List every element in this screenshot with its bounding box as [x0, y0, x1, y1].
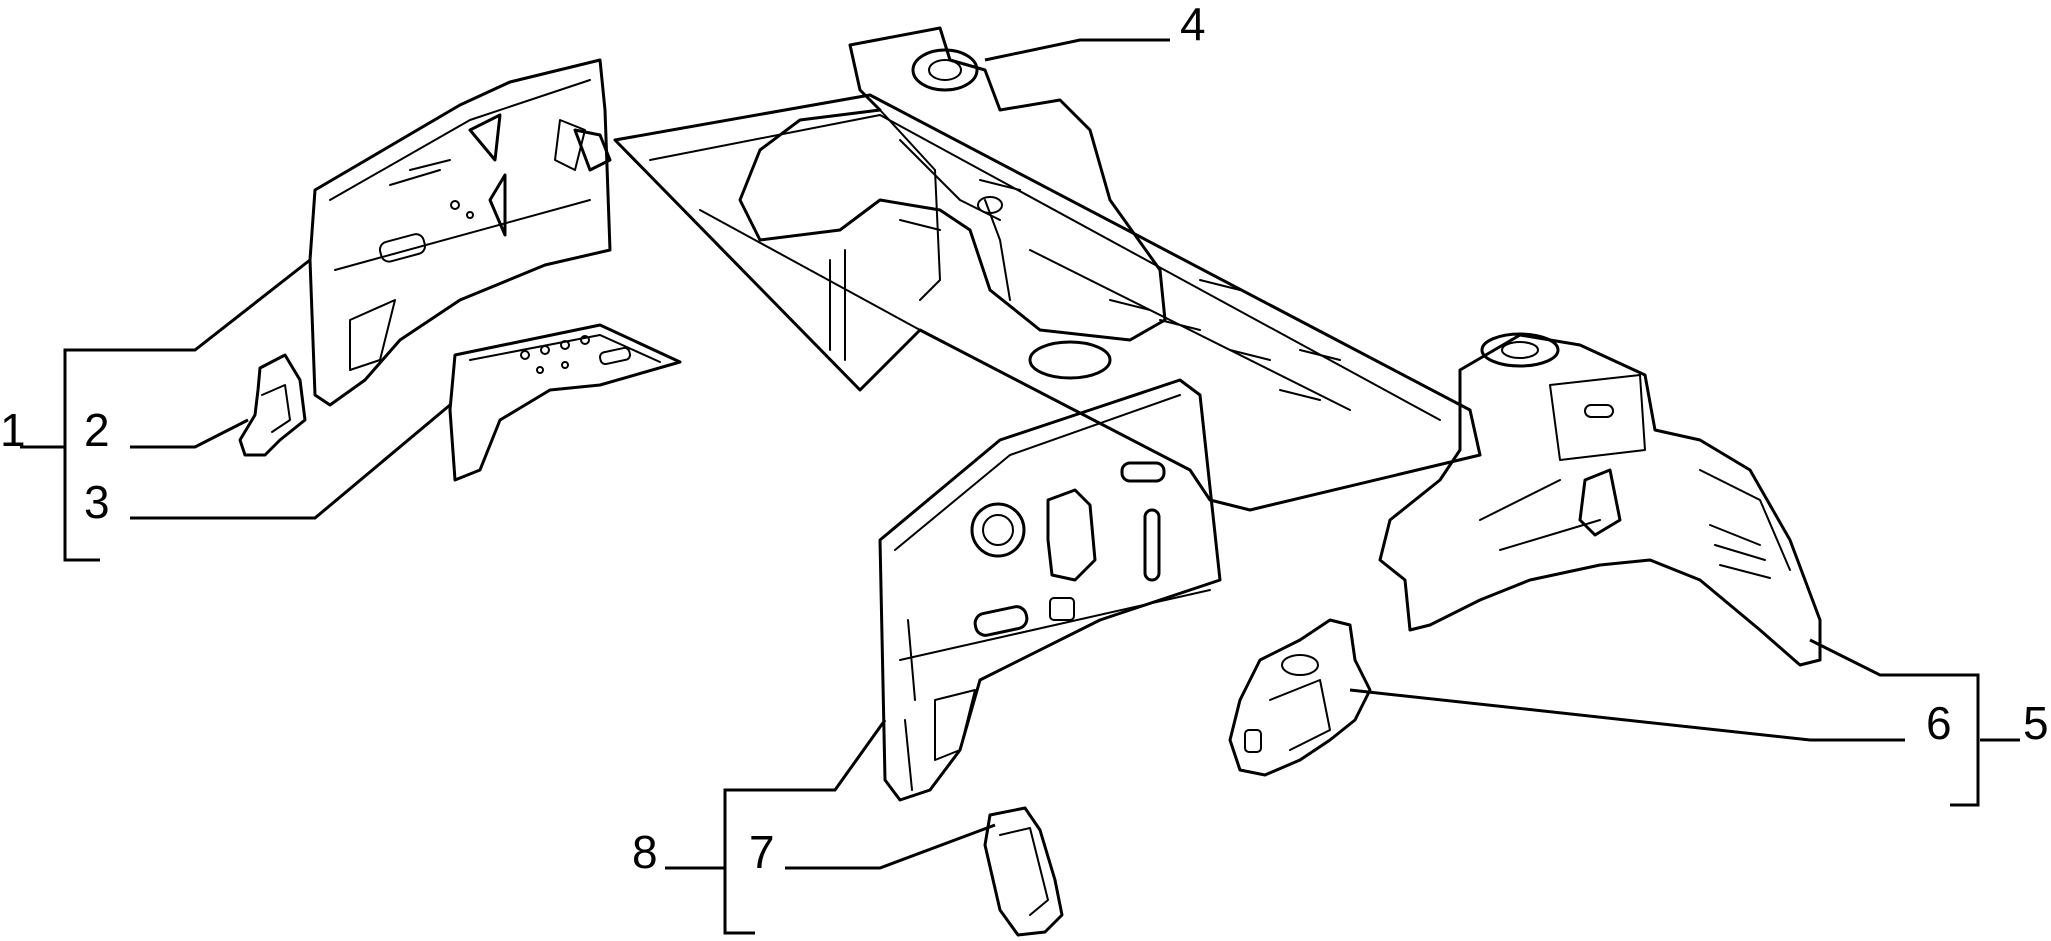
leader-line-2: [130, 418, 249, 449]
small-block-part: [983, 806, 1064, 937]
right-wheel-arch-part: [1378, 332, 1822, 667]
callout-labels: 1 2 3 4 5 6 7 8: [0, 0, 2049, 878]
mount-bracket-part: [1228, 618, 1372, 777]
leader-line-4: [984, 38, 1170, 62]
callout-4: 4: [1180, 0, 1206, 50]
callout-2: 2: [84, 404, 110, 456]
leader-bracket-5: [1950, 673, 1980, 807]
leader-line-3: [130, 403, 451, 520]
leader-lines: [20, 38, 2020, 935]
tunnel-shell-part: [738, 26, 1167, 361]
callout-1: 1: [0, 404, 26, 456]
small-bracket-part: [238, 353, 307, 457]
callout-6: 6: [1926, 697, 1952, 749]
right-inner-panel-part: [878, 378, 1222, 802]
callout-8: 8: [632, 826, 658, 878]
callout-7: 7: [749, 826, 775, 878]
floor-pan-part: [613, 93, 1482, 512]
callout-5: 5: [2023, 697, 2049, 749]
support-bracket-part: [448, 323, 682, 482]
leader-line-1-panel: [65, 258, 311, 352]
leader-line-8-panel: [725, 719, 887, 792]
leader-line-6: [1349, 688, 1905, 742]
left-inner-panel-part: [308, 58, 612, 407]
leader-line-5-arch: [1809, 638, 1978, 677]
leader-line-7: [785, 823, 996, 870]
callout-3: 3: [84, 476, 110, 528]
